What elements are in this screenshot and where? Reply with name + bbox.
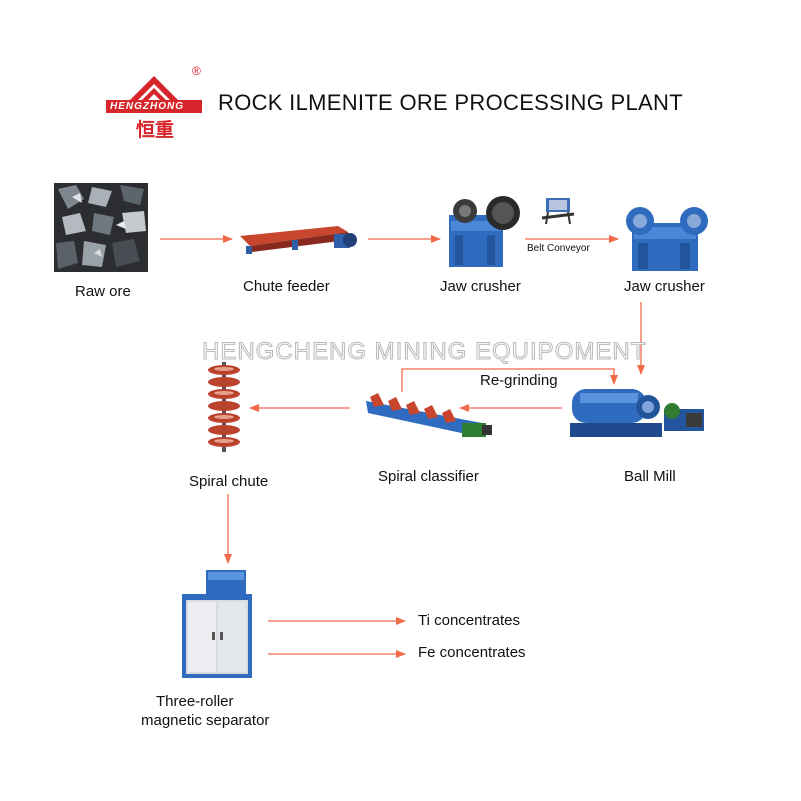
label-belt-conveyor: Belt Conveyor (527, 243, 590, 254)
label-spiral-classifier: Spiral classifier (378, 468, 479, 485)
arrow-regrinding-loop (401, 368, 618, 392)
label-separator-line2: magnetic separator (141, 712, 270, 729)
label-spiral-chute: Spiral chute (189, 473, 269, 490)
label-fe-concentrates: Fe concentrates (418, 644, 526, 661)
raw-ore-image (54, 183, 148, 272)
label-regrinding: Re-grinding (480, 372, 558, 389)
chute-feeder-image (238, 222, 360, 256)
label-separator-line1: Three-roller (156, 693, 234, 710)
logo-mark-icon (106, 76, 202, 113)
page-title: ROCK ILMENITE ORE PROCESSING PLANT (218, 90, 683, 115)
spiral-classifier-image (362, 393, 494, 443)
watermark-text: HENGCHENG MINING EQUIPOMENT (201, 338, 647, 366)
spiral-chute-image (204, 362, 244, 452)
jaw-crusher-1-image (445, 195, 525, 271)
label-ball-mill: Ball Mill (624, 468, 676, 485)
label-ti-concentrates: Ti concentrates (418, 612, 520, 629)
belt-conveyor-image (540, 196, 576, 226)
ball-mill-image (568, 383, 708, 441)
brand-logo: HENGZHONG 恒重 ® (104, 64, 206, 141)
label-chute-feeder: Chute feeder (243, 278, 330, 295)
brand-name-chinese: 恒重 (136, 119, 175, 141)
registered-mark: ® (192, 64, 201, 78)
magnetic-separator-image (180, 570, 254, 678)
label-jaw-crusher-2: Jaw crusher (624, 278, 705, 295)
label-jaw-crusher-1: Jaw crusher (440, 278, 521, 295)
jaw-crusher-2-image (624, 205, 710, 273)
brand-name: HENGZHONG (110, 101, 184, 112)
label-raw-ore: Raw ore (75, 283, 131, 300)
